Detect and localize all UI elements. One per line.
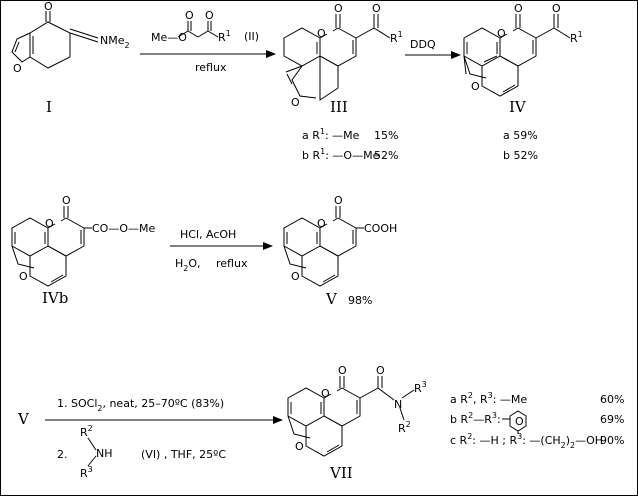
- compound-IV-r1: R1: [570, 30, 583, 45]
- compound-III-ring-o: O: [317, 27, 326, 40]
- compound-V-furan-o: O: [291, 270, 300, 283]
- compound-IV-structure: [463, 14, 571, 97]
- amine-r2: R2: [80, 424, 93, 439]
- yield-VII-c-value: 90%: [600, 434, 624, 447]
- compound-V-carbonyl-o: O: [334, 194, 343, 207]
- amine-r3: R3: [80, 465, 93, 480]
- yield-III-a: a R1: —Me: [302, 127, 360, 142]
- compound-I-nme2: NMe2: [100, 34, 130, 50]
- compound-III-structure: [283, 14, 391, 101]
- compound-VII-ring-o: O: [321, 387, 330, 400]
- compound-VII-r3: R3: [414, 380, 427, 395]
- amine-VI-structure: [87, 437, 97, 467]
- compound-IVb-furan-o: O: [19, 270, 28, 283]
- compound-I-label: I: [46, 98, 52, 116]
- compound-I-furan-o: O: [13, 62, 22, 75]
- compound-IVb-ester: CO—O—Me: [92, 222, 155, 235]
- compound-I-structure: [11, 11, 99, 69]
- compound-V-acid: COOH: [364, 222, 397, 235]
- compound-IV-furan-o: O: [471, 80, 480, 93]
- step4-line1: 1. SOCl2, neat, 25–70ºC (83%): [57, 397, 224, 413]
- compound-IVb-ring-o: O: [45, 217, 54, 230]
- step1-condition: reflux: [195, 61, 227, 74]
- compound-VII-structure: [287, 376, 415, 457]
- reagent-II-o2: O: [205, 9, 214, 22]
- compound-IVb-carbonyl-o: O: [62, 194, 71, 207]
- amine-nh: NH: [96, 447, 113, 460]
- yield-IV-b: b 52%: [503, 149, 538, 162]
- yield-III-b: b R1: —O—Me: [302, 147, 380, 162]
- compound-IVb-label: IVb: [42, 289, 68, 307]
- morpholine-o: O: [515, 415, 524, 428]
- compound-III-label: III: [330, 98, 348, 116]
- compound-III-acyl-o: O: [372, 2, 381, 15]
- reagent-II-label: (II): [244, 30, 259, 43]
- step4-line2-number: 2.: [57, 448, 68, 461]
- compound-V-ring-o: O: [317, 217, 326, 230]
- compound-IV-label: IV: [509, 98, 527, 116]
- step4-line2-rest: (VI) , THF, 25ºC: [141, 448, 226, 461]
- compound-V-start-label: V: [17, 410, 30, 428]
- yield-VII-b-value: 69%: [600, 413, 624, 426]
- compound-III-r1: R1: [390, 30, 403, 45]
- reagent-II-r1: R1: [218, 29, 231, 44]
- step3-reflux: reflux: [216, 257, 248, 270]
- compound-V-structure: [283, 206, 364, 287]
- compound-III-lactone-carbonyl-o: O: [334, 2, 343, 15]
- compound-VII-n: N: [394, 398, 402, 411]
- yield-VII-b: b R2—R3:: [450, 411, 501, 426]
- step3-reagent: HCl, AcOH: [180, 228, 236, 241]
- compound-IVb-structure: [11, 206, 92, 287]
- compound-I-carbonyl-o: O: [44, 0, 53, 13]
- compound-VII-lactone-carbonyl-o: O: [338, 364, 347, 377]
- compound-VII-label: VII: [329, 464, 353, 482]
- yield-III-b-value: 52%: [374, 149, 398, 162]
- yield-VII-a-value: 60%: [600, 393, 624, 406]
- reagent-II-structure: [177, 21, 219, 38]
- reagent-II-o1: O: [185, 9, 194, 22]
- yield-VII-a: a R2, R3: —Me: [450, 391, 527, 406]
- yield-VII-c: c R2: —H ; R3: —(CH2)2—OH: [450, 432, 603, 450]
- compound-VII-amide-o: O: [376, 364, 385, 377]
- morpholine-ring-icon: [502, 410, 527, 434]
- compound-V-yield: 98%: [348, 294, 372, 307]
- step2-reagent: DDQ: [410, 38, 436, 51]
- compound-VII-r2: R2: [398, 420, 411, 435]
- compound-IV-acyl-o: O: [552, 2, 561, 15]
- yield-IV-a: a 59%: [503, 129, 538, 142]
- reagent-II-meo: Me—O: [151, 31, 187, 44]
- compound-III-furan-o: O: [291, 96, 300, 109]
- compound-IV-lactone-carbonyl-o: O: [514, 2, 523, 15]
- compound-IV-ring-o: O: [497, 27, 506, 40]
- yield-III-a-value: 15%: [374, 129, 398, 142]
- step3-water: H2O,: [175, 257, 201, 273]
- compound-V-label: V: [325, 290, 338, 308]
- compound-VII-furan-o: O: [295, 440, 304, 453]
